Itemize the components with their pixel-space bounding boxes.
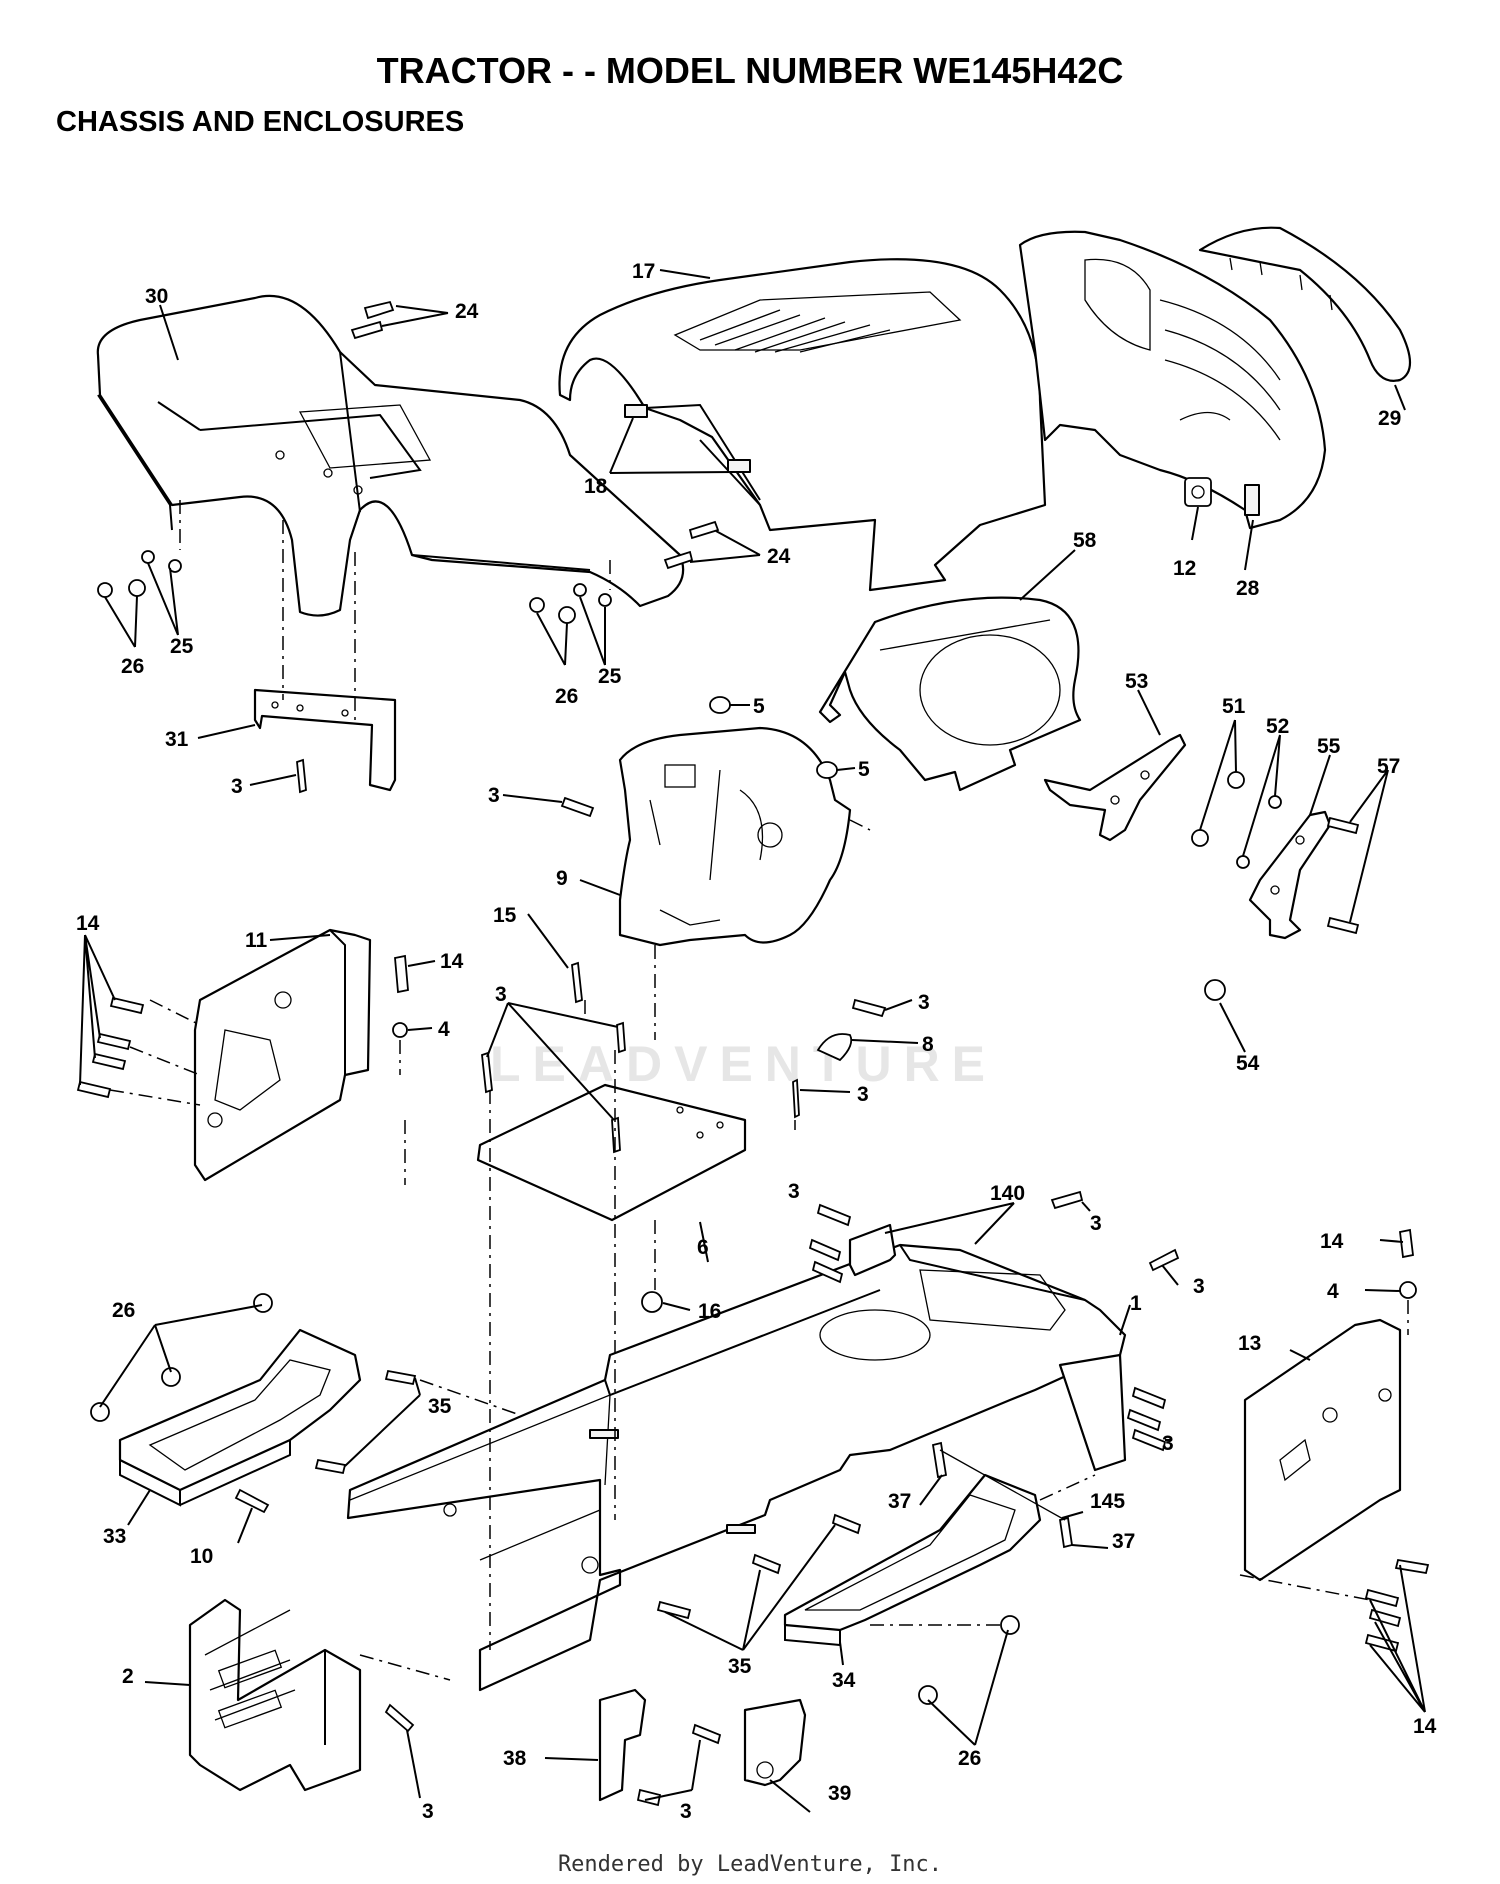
callout-9: 9 bbox=[556, 867, 568, 890]
callout-6: 6 bbox=[697, 1236, 709, 1259]
bracket-part-140[interactable] bbox=[848, 1223, 1127, 1472]
callout-35: 35 bbox=[728, 1655, 752, 1678]
callout-11: 11 bbox=[245, 929, 268, 952]
callout-26: 26 bbox=[112, 1299, 135, 1322]
callout-3: 3 bbox=[1193, 1275, 1205, 1298]
bracket-part-39[interactable] bbox=[743, 1698, 807, 1787]
callout-25: 25 bbox=[170, 635, 194, 658]
callout-145: 145 bbox=[1090, 1490, 1125, 1513]
callout-55: 55 bbox=[1317, 735, 1341, 758]
callout-34: 34 bbox=[832, 1669, 856, 1692]
callout-35: 35 bbox=[428, 1395, 452, 1418]
footrest-part-33[interactable] bbox=[118, 1328, 362, 1507]
callout-4: 4 bbox=[1327, 1280, 1339, 1303]
side-panel-part-13[interactable] bbox=[1243, 1318, 1402, 1582]
callout-33: 33 bbox=[103, 1525, 126, 1548]
callout-3: 3 bbox=[918, 991, 930, 1014]
callout-58: 58 bbox=[1073, 529, 1097, 552]
callout-24: 24 bbox=[767, 545, 791, 568]
callout-140: 140 bbox=[990, 1182, 1025, 1205]
callout-30: 30 bbox=[145, 285, 168, 308]
bracket-part-31[interactable] bbox=[253, 688, 397, 792]
callout-31: 31 bbox=[165, 728, 189, 751]
section-subtitle: CHASSIS AND ENCLOSURES bbox=[56, 106, 465, 138]
footrest-part-34[interactable] bbox=[783, 1473, 1042, 1647]
callout-10: 10 bbox=[190, 1545, 213, 1568]
callout-26: 26 bbox=[121, 655, 144, 678]
callout-3: 3 bbox=[1162, 1432, 1174, 1455]
page-title: TRACTOR - - MODEL NUMBER WE145H42C bbox=[376, 50, 1124, 91]
callout-29: 29 bbox=[1378, 407, 1401, 430]
callout-53: 53 bbox=[1125, 670, 1148, 693]
callout-37: 37 bbox=[1112, 1530, 1135, 1553]
dash-panel-part-58[interactable] bbox=[818, 596, 1082, 792]
callout-5: 5 bbox=[858, 758, 870, 781]
callout-38: 38 bbox=[503, 1747, 527, 1770]
hardware-fasteners bbox=[76, 300, 1430, 1807]
callout-14: 14 bbox=[1320, 1230, 1344, 1253]
callout-37: 37 bbox=[888, 1490, 911, 1513]
bracket-panel-part-2[interactable] bbox=[188, 1598, 362, 1792]
callout-52: 52 bbox=[1266, 715, 1289, 738]
bracket-part-55[interactable] bbox=[1248, 810, 1332, 940]
callout-8: 8 bbox=[922, 1033, 934, 1056]
callout-39: 39 bbox=[828, 1782, 851, 1805]
leader-lines bbox=[79, 269, 1426, 1813]
floor-plate-part-6[interactable] bbox=[476, 1083, 747, 1222]
watermark-text: LEADVENTURE bbox=[490, 1036, 998, 1092]
callout-3: 3 bbox=[488, 784, 500, 807]
callout-3: 3 bbox=[231, 775, 243, 798]
frame-part-1[interactable] bbox=[346, 1243, 1127, 1692]
callout-17: 17 bbox=[632, 260, 655, 283]
callout-14: 14 bbox=[440, 950, 464, 973]
callout-25: 25 bbox=[598, 665, 622, 688]
callout-54: 54 bbox=[1236, 1052, 1260, 1075]
callout-3: 3 bbox=[1090, 1212, 1102, 1235]
grille-part-28[interactable] bbox=[1018, 230, 1327, 530]
callout-57: 57 bbox=[1377, 755, 1400, 778]
callout-13: 13 bbox=[1238, 1332, 1261, 1355]
callout-3: 3 bbox=[680, 1800, 692, 1823]
callout-2: 2 bbox=[122, 1665, 134, 1688]
assembly-center-lines bbox=[109, 500, 1409, 1681]
callout-51: 51 bbox=[1222, 695, 1246, 718]
callout-3: 3 bbox=[495, 983, 507, 1006]
hood-part-17[interactable] bbox=[558, 258, 1047, 592]
footer-credit: Rendered by LeadVenture, Inc. bbox=[557, 1852, 943, 1877]
hood-insert-part-29[interactable] bbox=[1198, 226, 1412, 382]
callout-1: 1 bbox=[1130, 1292, 1142, 1315]
callout-14: 14 bbox=[1413, 1715, 1437, 1738]
bracket-part-38[interactable] bbox=[598, 1688, 647, 1802]
callout-3: 3 bbox=[857, 1083, 869, 1106]
clip-part-12[interactable] bbox=[1184, 477, 1212, 507]
callout-3: 3 bbox=[788, 1180, 800, 1203]
callout-26: 26 bbox=[958, 1747, 981, 1770]
callout-12: 12 bbox=[1173, 557, 1196, 580]
callout-24: 24 bbox=[455, 300, 479, 323]
clamp-part-8[interactable] bbox=[816, 1033, 853, 1062]
callout-14: 14 bbox=[76, 912, 100, 935]
callout-3: 3 bbox=[422, 1800, 434, 1823]
callout-16: 16 bbox=[698, 1300, 721, 1323]
callout-18: 18 bbox=[584, 475, 608, 498]
dash-panel-part-9[interactable] bbox=[618, 726, 852, 947]
side-panel-part-11[interactable] bbox=[193, 928, 372, 1182]
fender-part-30[interactable] bbox=[96, 294, 685, 617]
callout-28: 28 bbox=[1236, 577, 1260, 600]
bracket-part-53[interactable] bbox=[1043, 733, 1187, 842]
callout-26: 26 bbox=[555, 685, 578, 708]
callout-4: 4 bbox=[438, 1018, 450, 1041]
callout-15: 15 bbox=[493, 904, 517, 927]
callout-labels: 30 24 17 29 18 24 12 28 58 25 26 25 26 5… bbox=[76, 260, 1437, 1823]
callout-5: 5 bbox=[753, 695, 765, 718]
